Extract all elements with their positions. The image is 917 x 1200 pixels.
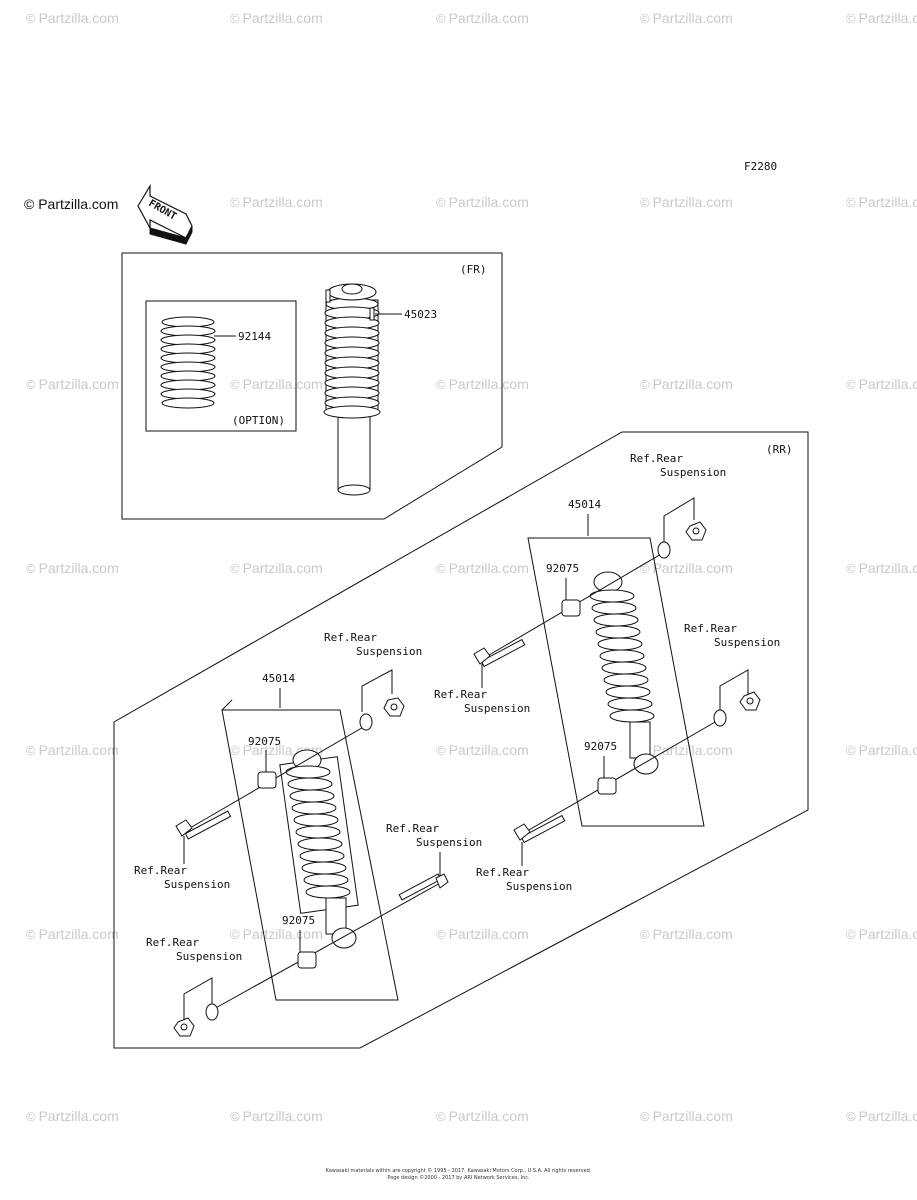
watermark: ©Partzilla.com: [640, 194, 733, 210]
left-lower-washer: [205, 1003, 219, 1021]
right-rear-shock-absorber: [589, 571, 659, 775]
front-section: (FR) (OPTION) 92144: [121, 252, 503, 520]
watermark: ©Partzilla.com: [436, 376, 529, 392]
watermark: ©Partzilla.com: [230, 1108, 323, 1124]
part-label-45023: 45023: [404, 308, 437, 321]
right-bushing-bottom-label: 92075: [584, 740, 617, 753]
left-lower-nut: [173, 1017, 195, 1037]
watermark: ©Partzilla.com: [640, 926, 733, 942]
left-ref-top-line2: Suspension: [356, 645, 422, 658]
right-ref-top-line1: Ref.Rear: [630, 452, 683, 465]
watermark: ©Partzilla.com: [26, 560, 119, 576]
watermark: ©Partzilla.com: [230, 560, 323, 576]
rear-section-tag: (RR): [766, 443, 793, 456]
watermark: ©Partzilla.com: [846, 194, 917, 210]
copyright-line: Kawasaki materials within are copyright …: [325, 1168, 592, 1174]
watermark: ©Partzilla.com: [640, 10, 733, 26]
left-ref-bolt-top-line2: Suspension: [164, 878, 230, 891]
left-shock-part-label: 45014: [262, 672, 295, 685]
left-ref-top-line1: Ref.Rear: [324, 631, 377, 644]
right-upper-bushing: [561, 599, 581, 617]
watermark: ©Partzilla.com: [26, 1108, 119, 1124]
front-section-frame: [121, 252, 503, 520]
watermark: ©Partzilla.com: [26, 10, 119, 26]
left-ref-bolt-bottom-line1: Ref.Rear: [386, 822, 439, 835]
watermark: ©Partzilla.com: [230, 10, 323, 26]
watermark: ©Partzilla.com: [846, 1108, 917, 1124]
left-lower-bushing: [297, 951, 317, 969]
watermark: ©Partzilla.com: [230, 194, 323, 210]
left-upper-nut: [383, 697, 405, 717]
part-label-92144: 92144: [238, 330, 271, 343]
watermark: ©Partzilla.com: [26, 376, 119, 392]
watermark: ©Partzilla.com: [846, 560, 917, 576]
left-upper-bushing: [257, 771, 277, 789]
right-ref-bolt-bottom-line1: Ref.Rear: [476, 866, 529, 879]
right-lower-bolt: [513, 814, 566, 844]
watermark: ©Partzilla.com: [846, 376, 917, 392]
right-bushing-top-label: 92075: [546, 562, 579, 575]
right-upper-nut: [685, 521, 707, 541]
right-lower-washer: [713, 709, 727, 727]
figure-code: F2280: [744, 160, 777, 173]
right-ref-nut-bottom-line1: Ref.Rear: [684, 622, 737, 635]
front-section-tag: (FR): [460, 263, 487, 276]
option-spring: [160, 316, 216, 409]
right-ref-bolt-top-line1: Ref.Rear: [434, 688, 487, 701]
watermark: ©Partzilla.com: [436, 742, 529, 758]
watermark: ©Partzilla.com: [436, 560, 529, 576]
front-direction-arrow: FRONT: [137, 183, 193, 245]
watermark: ©Partzilla.com: [230, 376, 323, 392]
front-shock-absorber: [323, 283, 381, 496]
left-lower-bolt: [398, 873, 449, 901]
right-ref-bolt-bottom-line2: Suspension: [506, 880, 572, 893]
left-bushing-top-label: 92075: [248, 735, 281, 748]
left-ref-bottom-nut-line2: Suspension: [176, 950, 242, 963]
watermark: ©Partzilla.com: [436, 194, 529, 210]
rear-section: (RR) 45014: [113, 431, 809, 1049]
right-ref-top-line2: Suspension: [660, 466, 726, 479]
watermark: ©Partzilla.com: [640, 376, 733, 392]
copyright-footer: Kawasaki materials within are copyright …: [0, 1168, 917, 1182]
left-rear-shock-absorber: [279, 749, 359, 949]
watermark: ©Partzilla.com: [436, 10, 529, 26]
left-ref-bolt-bottom-line2: Suspension: [416, 836, 482, 849]
right-upper-washer: [657, 541, 671, 559]
watermark: ©Partzilla.com: [26, 742, 119, 758]
left-ref-bolt-top-line1: Ref.Rear: [134, 864, 187, 877]
copyright-symbol: ©: [24, 196, 35, 212]
watermark: ©Partzilla.com: [436, 926, 529, 942]
partzilla-logo: © Partzilla.com: [24, 196, 118, 212]
watermark: ©Partzilla.com: [436, 1108, 529, 1124]
right-shock-group-frame: [527, 537, 705, 827]
left-upper-bolt: [175, 810, 232, 840]
left-bushing-bottom-label: 92075: [282, 914, 315, 927]
right-lower-bushing: [597, 777, 617, 795]
watermark: ©Partzilla.com: [846, 926, 917, 942]
option-box: [145, 300, 297, 432]
left-shock-group-frame: [221, 709, 399, 1001]
right-ref-nut-bottom-line2: Suspension: [714, 636, 780, 649]
watermark: ©Partzilla.com: [26, 926, 119, 942]
watermark: ©Partzilla.com: [846, 10, 917, 26]
left-ref-bottom-nut-line1: Ref.Rear: [146, 936, 199, 949]
watermark: ©Partzilla.com: [640, 560, 733, 576]
right-ref-bolt-top-line2: Suspension: [464, 702, 530, 715]
watermark: ©Partzilla.com: [846, 742, 917, 758]
right-lower-nut: [739, 691, 761, 711]
left-upper-washer: [359, 713, 373, 731]
logo-text: Partzilla.com: [38, 196, 119, 212]
copyright-line: Page design ©2000 - 2017 by ARI Network …: [387, 1175, 530, 1181]
option-label: (OPTION): [232, 414, 285, 427]
rear-section-frame: [113, 431, 809, 1049]
right-shock-part-label: 45014: [568, 498, 601, 511]
right-upper-bolt: [473, 638, 526, 668]
watermark: ©Partzilla.com: [640, 1108, 733, 1124]
